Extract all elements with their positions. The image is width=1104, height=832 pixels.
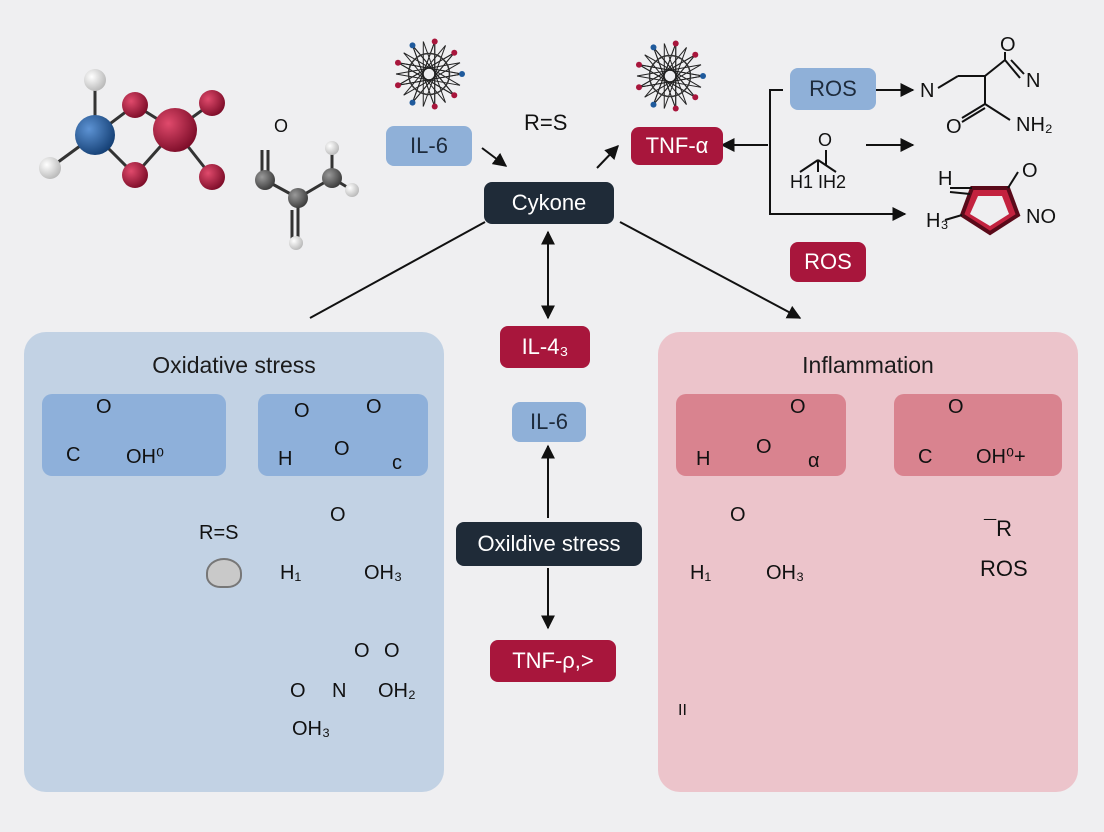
connector-lines — [309, 83, 915, 630]
il6-top-label: IL-6 — [410, 133, 448, 158]
nh2-nh2-label: NH₂ — [1016, 114, 1053, 136]
cykone-label: Cykone — [511, 190, 587, 215]
ring-icon-il6 — [394, 38, 465, 110]
left-box1-oh: OH⁰ — [126, 446, 165, 468]
il6-mid-label: IL-6 — [530, 409, 568, 434]
right-box2-c: C — [918, 446, 933, 468]
right-ros-label: ROS — [980, 556, 1028, 581]
inflammation-title: Inflammation — [802, 352, 934, 378]
left-box1-o: O — [96, 396, 112, 418]
left-mol-oh2: OH₂ — [378, 680, 416, 702]
oxidive-stress-node: Oxildive stress — [456, 522, 642, 566]
tnf-alpha-pill: TNF-α — [631, 127, 723, 165]
right-box2-o: O — [948, 396, 964, 418]
ros-bottom-label: ROS — [804, 249, 852, 274]
nh2-n2-label: N — [1026, 70, 1041, 92]
right-acid-oh: OH₃ — [766, 562, 805, 584]
ring-icon-tnf — [635, 40, 706, 112]
right-box-1 — [676, 394, 846, 476]
il4-label: IL-4₃ — [521, 334, 569, 359]
left-box-2 — [258, 394, 428, 476]
right-acid-o: O — [730, 504, 746, 526]
structure-nh2 — [937, 52, 1025, 123]
left-mol-o2: O — [354, 640, 370, 662]
right-r-label: ¯R — [984, 516, 1013, 541]
left-box1-c: C — [66, 444, 81, 466]
rs-blob-icon — [206, 558, 242, 588]
inflammation-panel: Inflammation — [658, 332, 1078, 792]
ros-top-label: ROS — [809, 76, 857, 101]
nh2-o2-label: O — [946, 116, 962, 138]
left-acid-h: H₁ — [280, 562, 302, 584]
left-mol-o3: O — [384, 640, 400, 662]
h1-ih2-o-label: O — [818, 130, 833, 150]
left-mol-n: N — [332, 680, 347, 702]
left-box2-o1: O — [294, 400, 310, 422]
left-mol-o: O — [290, 680, 306, 702]
atoms-top-left — [39, 69, 225, 190]
right-box1-alpha: α — [808, 450, 820, 472]
right-box2-oh: OH⁰+ — [976, 446, 1026, 468]
cykone-node: Cykone — [484, 182, 614, 224]
rs-top-label: R=S — [524, 110, 568, 135]
tnf-rho-label: TNF-ρ,> — [512, 648, 594, 673]
right-box-2 — [894, 394, 1062, 476]
ring-o-label: O — [1022, 160, 1038, 182]
nh2-n-label: N — [920, 80, 935, 102]
h1-ih2-label: H1 IH2 — [790, 172, 847, 192]
right-box1-o2: O — [790, 396, 806, 418]
il6-mid-pill: IL-6 — [512, 402, 586, 442]
left-box2-o3: O — [366, 396, 382, 418]
oxidative-stress-title: Oxidative stress — [152, 352, 316, 378]
left-box2-h: H — [278, 448, 293, 470]
nh2-o-label: O — [1000, 34, 1016, 56]
left-acid-oh: OH₃ — [364, 562, 403, 584]
atoms-gray — [255, 141, 359, 250]
ros-bottom-pill: ROS — [790, 242, 866, 282]
left-rs-label: R=S — [199, 522, 239, 544]
right-axis-label: II — [678, 702, 687, 719]
ring-h-label: H — [938, 168, 953, 190]
oxidive-stress-label: Oxildive stress — [477, 531, 621, 556]
structure-h1-ih2 — [799, 150, 837, 173]
left-box2-o2: O — [334, 438, 350, 460]
left-box-1 — [42, 394, 226, 476]
tnf-rho-pill: TNF-ρ,> — [490, 640, 616, 682]
ring-h3-label: H₃ — [926, 210, 949, 232]
gray-molecule-o-label: O — [274, 116, 289, 136]
ros-top-pill: ROS — [790, 68, 876, 110]
right-box1-h: H — [696, 448, 711, 470]
left-acid-o: O — [330, 504, 346, 526]
right-acid-h: H₁ — [690, 562, 712, 584]
right-box1-o: O — [756, 436, 772, 458]
left-mol-oh3: OH₃ — [292, 718, 331, 740]
il6-top-pill: IL-6 — [386, 126, 472, 166]
il4-pill: IL-4₃ — [500, 326, 590, 368]
ring-no-label: NO — [1026, 206, 1056, 228]
structure-pentagon — [944, 171, 1021, 236]
left-box2-c: c — [392, 452, 402, 474]
tnf-alpha-label: TNF-α — [645, 133, 709, 158]
